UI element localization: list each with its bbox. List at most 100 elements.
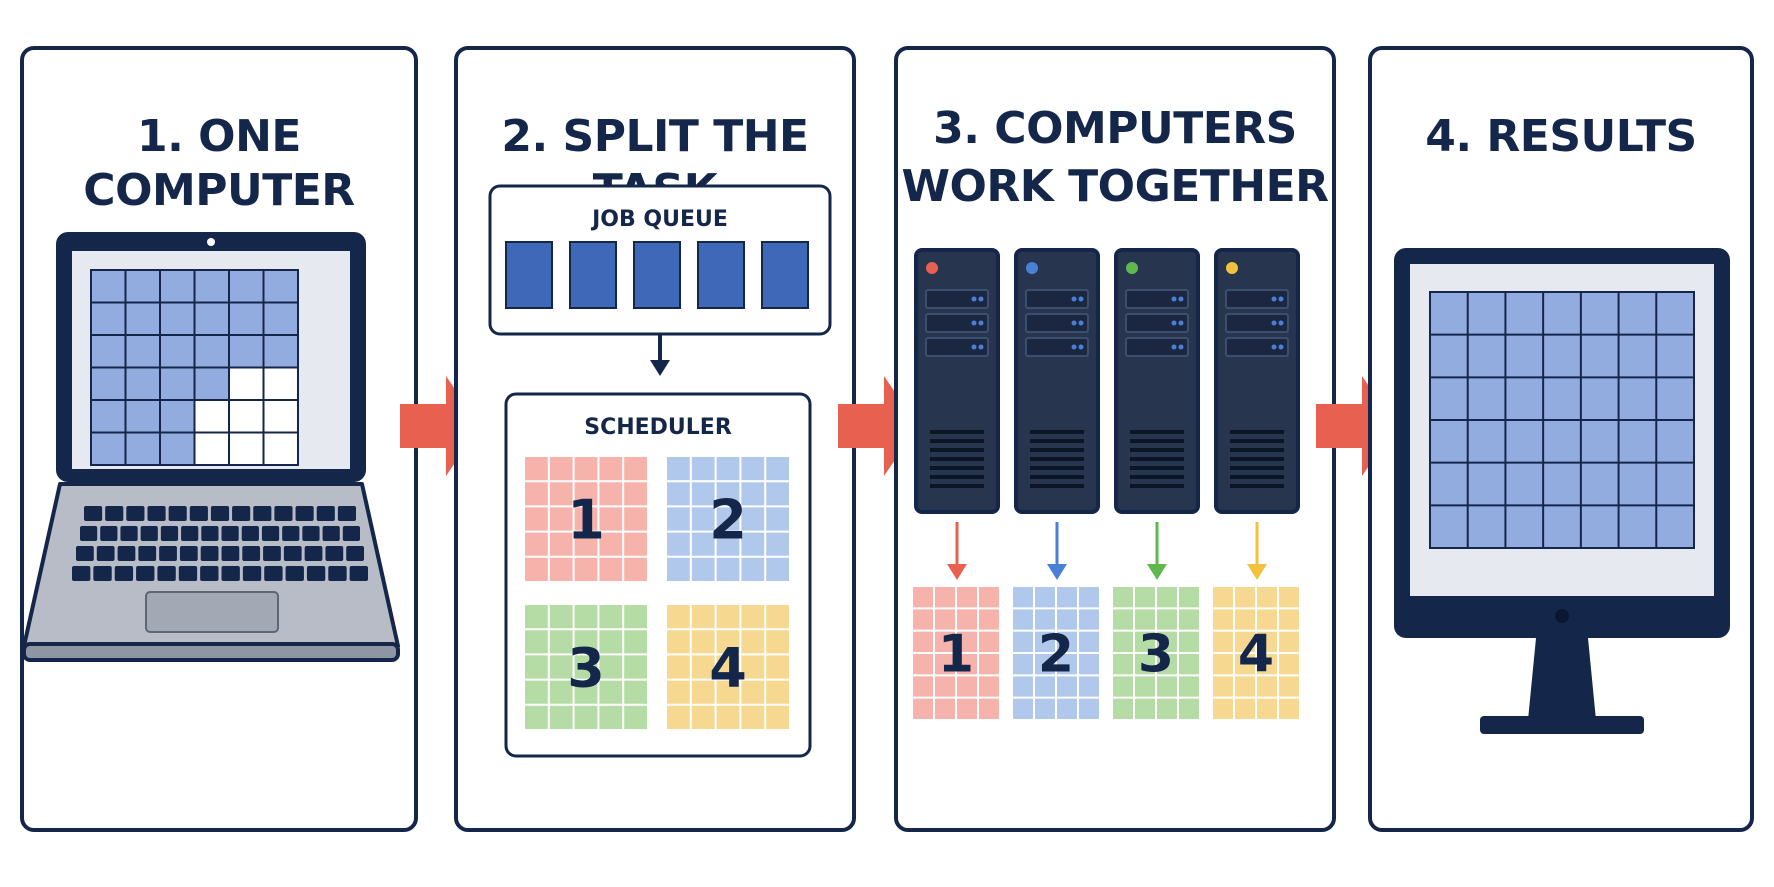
key — [76, 546, 94, 561]
grid-cell — [262, 269, 299, 304]
grid-cell — [228, 334, 265, 369]
drive-led — [978, 344, 984, 350]
key — [241, 526, 259, 541]
scheduler-tile-1: 1 — [523, 455, 649, 583]
key — [84, 506, 103, 521]
drive-led — [1271, 344, 1277, 350]
drive-bay — [1125, 337, 1189, 357]
key — [242, 546, 261, 561]
tile-number: 3 — [1138, 625, 1174, 685]
output-tile-2: 2 — [1011, 585, 1101, 721]
key — [200, 546, 219, 561]
grid-cell — [193, 366, 230, 401]
server-icon — [1014, 248, 1100, 580]
key — [253, 506, 272, 521]
grid-cell — [159, 301, 196, 336]
panel-split-the-task: 2. SPLIT THE TASK JOB QUEUE SCHEDULER 12… — [454, 46, 856, 832]
monitor-stand — [1480, 716, 1644, 734]
grid-cell — [193, 269, 230, 304]
tile-border — [1211, 585, 1301, 721]
grid-cell — [193, 301, 230, 336]
vent-slot — [930, 475, 984, 479]
arrow-head — [947, 564, 967, 580]
grid-cell — [159, 431, 196, 466]
grid-cell — [124, 366, 161, 401]
panel-title: 1. ONE COMPUTER — [83, 111, 355, 216]
drive-led — [1071, 320, 1077, 326]
drive-led — [1271, 320, 1277, 326]
vent-slot — [1230, 484, 1284, 488]
key — [337, 506, 356, 521]
vent-slot — [930, 484, 984, 488]
arrow-head — [1147, 564, 1167, 580]
drive-bay — [1125, 313, 1189, 333]
vent-slot — [1130, 430, 1184, 434]
vent-slot — [1230, 439, 1284, 443]
key — [159, 546, 177, 561]
drive-bay — [1025, 289, 1089, 309]
vent-slot — [1030, 430, 1084, 434]
key — [242, 566, 262, 581]
key — [210, 506, 230, 521]
grid-cell — [90, 301, 127, 336]
drive-led — [1071, 296, 1077, 302]
vent-slot — [1130, 466, 1184, 470]
key — [221, 526, 239, 541]
key — [264, 566, 283, 581]
grid-cell — [124, 431, 161, 466]
grid-cell — [124, 269, 161, 304]
vent-slot — [1230, 475, 1284, 479]
key — [105, 506, 124, 521]
server-icon — [914, 248, 1000, 580]
drive-led — [1078, 296, 1084, 302]
drive-bay — [1225, 337, 1289, 357]
key — [120, 526, 138, 541]
job-block — [569, 241, 617, 309]
key — [221, 566, 240, 581]
drive-bay — [1025, 313, 1089, 333]
drive-led — [1178, 296, 1184, 302]
grid-background — [665, 455, 791, 583]
drive-led — [1278, 344, 1284, 350]
tile-border — [523, 455, 649, 583]
vent-slot — [1130, 439, 1184, 443]
laptop-base-edge — [22, 642, 400, 662]
arrow-head — [1247, 564, 1267, 580]
drive-led — [971, 320, 977, 326]
key — [157, 566, 176, 581]
grid-cell — [262, 366, 299, 401]
drive-led — [978, 320, 984, 326]
key — [221, 546, 240, 561]
output-tile-1: 1 — [911, 585, 1001, 721]
monitor-neck — [1528, 638, 1596, 720]
grid-cell — [159, 366, 196, 401]
grid-cell — [159, 269, 196, 304]
key — [160, 526, 179, 541]
tile-number: 2 — [709, 488, 747, 551]
key — [342, 526, 360, 541]
grid-cell — [90, 269, 127, 304]
key — [295, 506, 314, 521]
job-block — [761, 241, 809, 309]
vent-slot — [1130, 448, 1184, 452]
panel-results: 4. RESULTS — [1368, 46, 1754, 832]
key — [306, 566, 326, 581]
key — [179, 546, 198, 561]
key — [189, 506, 208, 521]
output-tile-4: 4 — [1211, 585, 1301, 721]
tile-number: 4 — [709, 636, 747, 699]
drive-led — [971, 296, 977, 302]
key — [349, 566, 368, 581]
touchpad — [145, 591, 279, 633]
camera-icon — [207, 238, 215, 246]
laptop-icon — [22, 232, 400, 662]
key — [114, 566, 134, 581]
panel-title: 4. RESULTS — [1425, 111, 1697, 162]
vent-slot — [930, 448, 984, 452]
keyboard — [72, 506, 368, 581]
drive-bay — [925, 337, 989, 357]
vent-slot — [930, 430, 984, 434]
key — [138, 546, 157, 561]
